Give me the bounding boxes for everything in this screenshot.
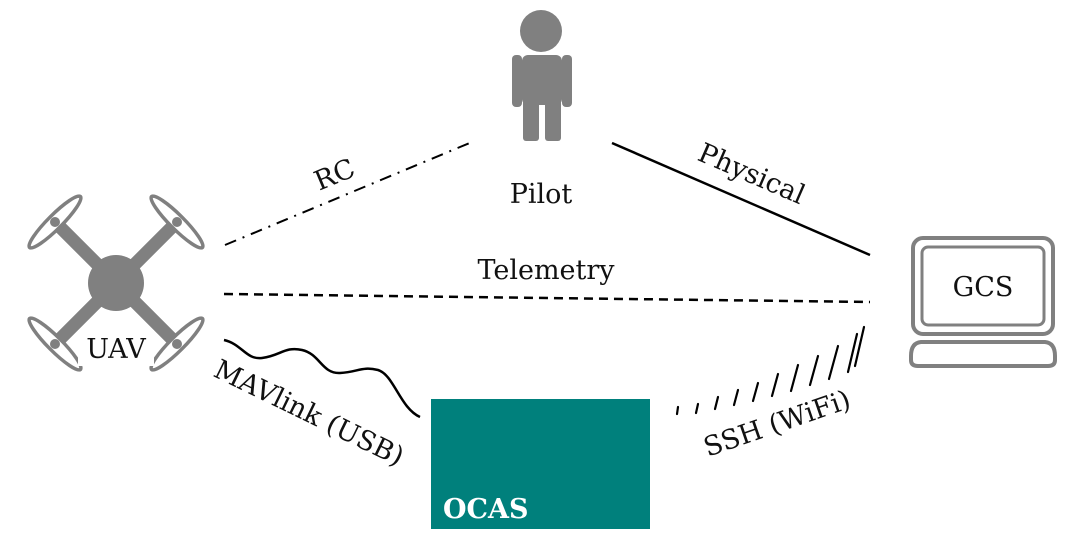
uav-label-background [78,330,154,366]
ocas-box [431,399,650,529]
ssh-link [675,325,866,416]
ssh-link-label: SSH (WiFi) [700,384,855,463]
pilot-label: Pilot [510,179,573,210]
telemetry-link-label: Telemetry [477,255,615,286]
rc-link-label: RC [310,153,360,197]
telemetry-link [223,292,871,304]
physical-link [611,141,871,257]
person-icon [512,10,572,141]
ocas-label: OCAS [443,494,528,525]
mavlink-link-label: MAVlink (USB) [209,354,409,473]
gcs-label: GCS [953,272,1014,303]
physical-link-label: Physical [693,137,809,211]
uav-label: UAV [86,334,146,365]
laptop-icon [909,236,1057,368]
mavlink-link [223,338,421,419]
quadcopter-icon [27,194,205,372]
